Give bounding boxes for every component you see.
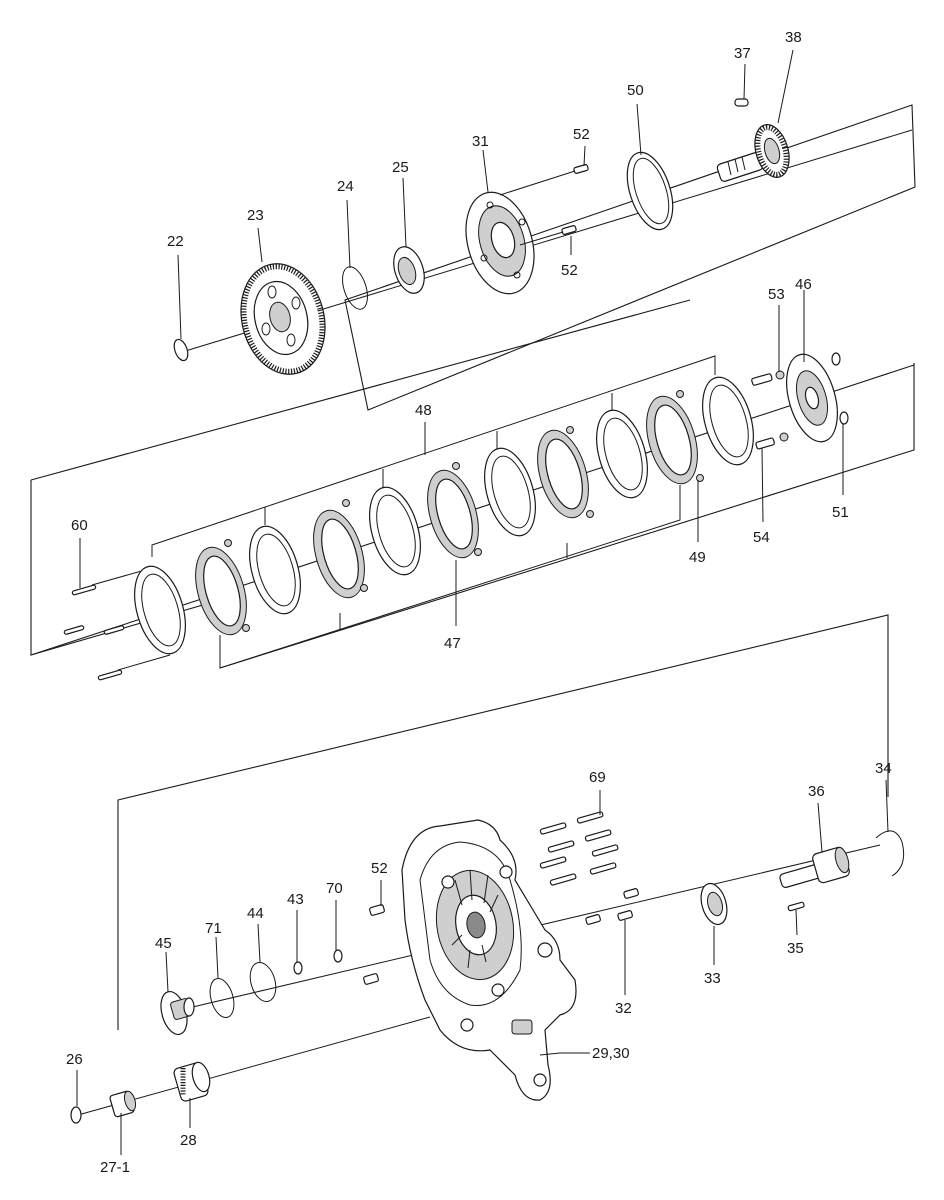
part-37-key[interactable] — [734, 98, 749, 107]
callout-38: 38 — [785, 29, 802, 46]
bottom-centerline — [77, 1016, 431, 1116]
callout-69: 69 — [589, 769, 606, 786]
part-51-o-ring-upper[interactable] — [831, 352, 841, 366]
callout-35: 35 — [787, 940, 804, 957]
part-28-gear[interactable] — [173, 1060, 213, 1102]
part-52-pin-upper[interactable] — [573, 164, 589, 174]
top-group: 22 23 24 25 31 52 52 50 37 38 — [167, 29, 916, 411]
callout-70: 70 — [326, 880, 343, 897]
part-34-snap-ring[interactable] — [875, 830, 905, 877]
part-52-dowel[interactable] — [369, 904, 385, 916]
callout-32: 32 — [615, 1000, 632, 1017]
callout-44: 44 — [247, 905, 264, 922]
part-29-30-housing[interactable] — [401, 819, 577, 1101]
part-22-snap-ring[interactable] — [172, 338, 191, 363]
callout-27-1: 27-1 — [100, 1159, 130, 1176]
part-47-friction-plate-3[interactable] — [418, 464, 487, 563]
callout-28: 28 — [180, 1132, 197, 1149]
callout-48: 48 — [415, 402, 432, 419]
part-32-dowels[interactable] — [585, 888, 639, 925]
part-47-friction-plate-4[interactable] — [528, 424, 597, 523]
part-48-separator-plate-1[interactable] — [125, 560, 194, 659]
part-45-hub[interactable] — [156, 989, 195, 1038]
callout-37: 37 — [734, 45, 751, 62]
callout-43: 43 — [287, 891, 304, 908]
part-47-friction-plate-1[interactable] — [186, 541, 255, 640]
part-46-piston[interactable] — [777, 348, 846, 447]
part-69-bolts[interactable] — [539, 811, 619, 886]
part-48-separator-plate-4[interactable] — [475, 442, 544, 541]
part-25-bearing[interactable] — [388, 243, 429, 297]
callout-23: 23 — [247, 207, 264, 224]
part-48-separator-plate-3[interactable] — [360, 481, 429, 580]
part-31-carrier[interactable] — [455, 184, 545, 302]
callout-52-lower: 52 — [561, 262, 578, 279]
bracket-47 — [219, 485, 681, 669]
callout-60: 60 — [71, 517, 88, 534]
part-44-seal[interactable] — [246, 959, 280, 1004]
part-48-separator-plate-5[interactable] — [587, 404, 656, 503]
bracket-48 — [151, 355, 716, 557]
part-43-ring[interactable] — [293, 961, 303, 975]
callout-50: 50 — [627, 82, 644, 99]
part-48-separator-plate-6[interactable] — [693, 371, 762, 470]
part-26-ring[interactable] — [70, 1106, 82, 1124]
top-group-frame — [344, 104, 916, 411]
part-36-shaft[interactable] — [779, 846, 851, 888]
callout-31: 31 — [472, 133, 489, 150]
callout-53: 53 — [768, 286, 785, 303]
part-47-friction-plate-2[interactable] — [304, 504, 373, 603]
callout-46: 46 — [795, 276, 812, 293]
part-47-friction-plate-5[interactable] — [637, 390, 706, 489]
middle-group: 48 53 46 60 47 49 54 51 — [30, 276, 915, 681]
callout-25: 25 — [392, 159, 409, 176]
part-24-retaining-ring[interactable] — [338, 264, 373, 313]
part-48-separator-plate-2[interactable] — [240, 520, 309, 619]
part-60-pins[interactable] — [63, 569, 171, 681]
part-54-bolt[interactable] — [755, 432, 789, 450]
part-52-pin-lower[interactable] — [561, 225, 577, 235]
callout-51: 51 — [832, 504, 849, 521]
bottom-group-frame — [117, 614, 889, 1030]
part-35-key[interactable] — [787, 901, 805, 912]
callout-47: 47 — [444, 635, 461, 652]
callout-71: 71 — [205, 920, 222, 937]
callout-24: 24 — [337, 178, 354, 195]
part-70-ring[interactable] — [333, 949, 343, 963]
part-53-bolt[interactable] — [751, 370, 785, 386]
callout-22: 22 — [167, 233, 184, 250]
callout-49: 49 — [689, 549, 706, 566]
part-51-o-ring[interactable] — [839, 411, 849, 425]
part-49-springs[interactable] — [224, 390, 704, 632]
callout-52-upper: 52 — [573, 126, 590, 143]
callout-45: 45 — [155, 935, 172, 952]
part-33-bearing[interactable] — [697, 881, 732, 928]
callout-54: 54 — [753, 529, 770, 546]
bottom-group: 69 34 36 52 70 43 44 71 45 32 33 35 29,3… — [66, 614, 905, 1176]
part-38-sun-gear[interactable] — [716, 121, 795, 183]
part-27-1-bushing[interactable] — [109, 1090, 137, 1118]
part-52-dowel-lower[interactable] — [363, 973, 379, 985]
callout-33: 33 — [704, 970, 721, 987]
callout-36: 36 — [808, 783, 825, 800]
callout-29-30: 29,30 — [592, 1045, 630, 1062]
part-71-o-ring[interactable] — [206, 976, 238, 1021]
callout-34: 34 — [875, 760, 892, 777]
part-23-gear[interactable] — [230, 255, 337, 384]
callout-52-housing: 52 — [371, 860, 388, 877]
callout-26: 26 — [66, 1051, 83, 1068]
part-50-shim[interactable] — [619, 147, 682, 235]
